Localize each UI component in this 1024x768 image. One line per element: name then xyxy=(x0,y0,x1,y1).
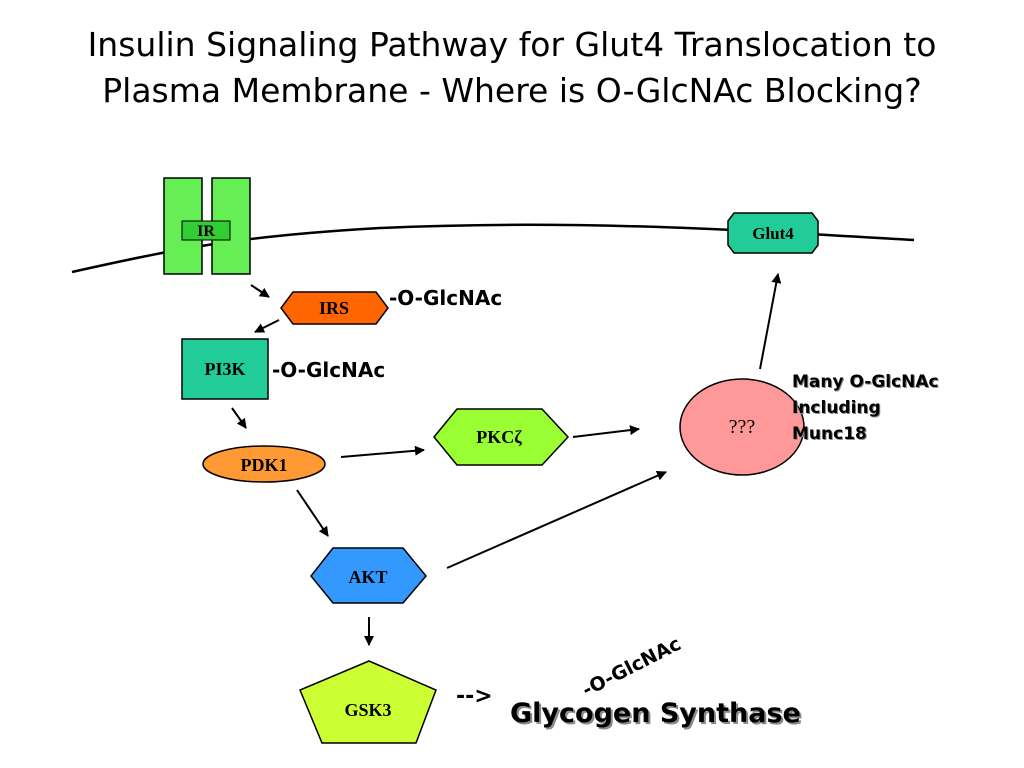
pi3k-node: PI3K xyxy=(181,338,269,400)
glut4-node: Glut4 xyxy=(727,212,819,254)
glut4-label: Glut4 xyxy=(752,224,794,243)
glycogen-synthase-shadow: Glycogen Synthase xyxy=(512,700,803,731)
pathway-arrows xyxy=(231,273,782,646)
pkcz-label: PKCζ xyxy=(476,427,522,447)
arrow-ir-irs xyxy=(250,284,270,298)
arrow-pdk1-akt xyxy=(296,489,329,537)
unknown-node: ??? xyxy=(679,378,805,476)
arrow-akt-unknown xyxy=(446,471,667,569)
dashed-arrow-gsk3-gs: --> xyxy=(456,684,493,709)
many-line3: Munc18 xyxy=(792,424,867,444)
title-line-2: Plasma Membrane - Where is O-GlcNAc Bloc… xyxy=(102,71,922,110)
pkcz-node: PKCζ xyxy=(433,408,570,466)
title-line-1: Insulin Signaling Pathway for Glut4 Tran… xyxy=(87,25,937,64)
gsk3-node: GSK3 xyxy=(299,660,437,744)
many-line2: Including xyxy=(792,398,881,418)
many-line3-shadow: Munc18 xyxy=(793,425,868,445)
gs-o-glcnac-group: -O-GlcNAc xyxy=(579,633,685,701)
pdk1-label: PDK1 xyxy=(241,455,288,475)
ir-label: IR xyxy=(197,223,215,240)
arrow-pi3k-pdk1 xyxy=(231,407,247,429)
pdk1-node: PDK1 xyxy=(202,445,326,483)
arrow-unknown-glut4 xyxy=(759,273,782,370)
many-line2-shadow: Including xyxy=(793,399,882,419)
many-o-glcnac-note: Many O-GlcNAc Many O-GlcNAc Including In… xyxy=(792,372,940,445)
glycogen-synthase-label: Glycogen Synthase xyxy=(510,698,801,729)
irs-label: IRS xyxy=(319,298,349,318)
akt-label: AKT xyxy=(348,567,387,587)
irs-node: IRS xyxy=(280,291,389,325)
page-title: Insulin Signaling Pathway for Glut4 Tran… xyxy=(0,22,1024,114)
gsk3-label: GSK3 xyxy=(344,700,391,720)
ir-receptor: IR xyxy=(163,177,251,275)
gs-o-glcnac: -O-GlcNAc xyxy=(579,633,685,701)
unknown-label: ??? xyxy=(729,416,756,438)
arrow-pkcz-unknown xyxy=(572,425,640,438)
arrow-pdk1-pkcz xyxy=(340,445,425,458)
many-line1: Many O-GlcNAc xyxy=(792,372,939,392)
akt-node: AKT xyxy=(310,547,427,604)
ir-label-box xyxy=(181,220,231,241)
pi3k-label: PI3K xyxy=(204,359,245,379)
pi3k-o-glcnac: -O-GlcNAc xyxy=(272,358,385,382)
arrow-irs-pi3k xyxy=(254,319,280,333)
irs-o-glcnac: -O-GlcNAc xyxy=(389,286,502,310)
many-line1-shadow: Many O-GlcNAc xyxy=(793,373,940,393)
